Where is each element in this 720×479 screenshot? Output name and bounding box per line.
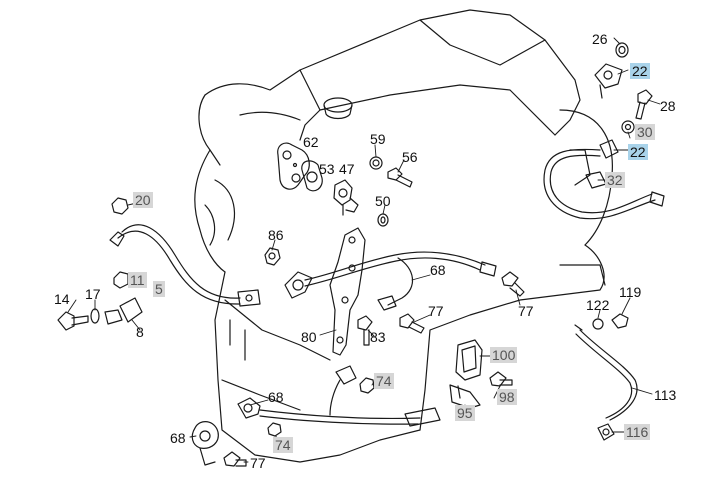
sensor-cable-68 [284, 251, 497, 311]
bolt-14 [57, 311, 89, 331]
callout-98: 98 [497, 389, 517, 405]
callout-119: 119 [619, 284, 642, 300]
bolt-77-middle [399, 313, 425, 334]
callout-22-top: 22 [630, 63, 650, 79]
callout-20: 20 [133, 192, 153, 208]
callout-77-middle: 77 [428, 303, 444, 319]
callout-77-bottom: 77 [250, 455, 266, 471]
bolt-98 [489, 371, 513, 387]
bolt-77-right [501, 271, 525, 297]
washer-59 [369, 156, 383, 170]
callout-22-lower: 22 [628, 144, 648, 160]
bracket-8 [104, 297, 143, 325]
callout-68-lower: 68 [268, 389, 284, 405]
gasket-plate [277, 142, 310, 190]
callout-56: 56 [402, 149, 418, 165]
callout-95: 95 [455, 405, 475, 421]
nut-11 [113, 271, 129, 289]
washer-17 [90, 308, 100, 324]
callout-30: 30 [635, 124, 655, 140]
bracket-80 [329, 227, 366, 356]
nut-74-lower [267, 422, 282, 437]
bolt-83 [357, 315, 373, 346]
callout-5: 5 [153, 281, 165, 297]
callout-74-lower: 74 [273, 437, 293, 453]
washer-50 [377, 213, 389, 227]
ground-strap-113 [574, 313, 638, 441]
callout-28: 28 [660, 98, 676, 114]
callout-17: 17 [85, 286, 101, 302]
callout-100: 100 [490, 347, 518, 363]
callout-32: 32 [605, 172, 625, 188]
knock-sensor-cable [109, 197, 261, 307]
bolt-28 [635, 89, 653, 120]
callout-14: 14 [54, 291, 70, 307]
callout-47: 47 [339, 161, 355, 177]
callout-86: 86 [268, 227, 284, 243]
callout-116: 116 [624, 424, 651, 440]
oil-filler-cap [323, 97, 353, 120]
callout-11: 11 [128, 272, 147, 288]
callout-8: 8 [136, 324, 144, 340]
engine-block [194, 9, 613, 463]
sensor-22-cable [543, 63, 665, 220]
callout-68-upper: 68 [430, 262, 446, 278]
callout-74-upper: 74 [374, 373, 394, 389]
callout-122: 122 [586, 297, 610, 313]
callout-59: 59 [370, 131, 386, 147]
knock-sensor-68 [191, 421, 219, 466]
callout-26: 26 [592, 31, 608, 47]
washer-26 [615, 42, 629, 58]
callout-50: 50 [375, 193, 391, 209]
seal-ring [301, 160, 323, 192]
lower-cable-68 [237, 365, 441, 427]
callout-77-right: 77 [518, 303, 534, 319]
callout-68-bottom: 68 [170, 430, 186, 446]
washer-30 [621, 120, 635, 134]
callout-80: 80 [301, 329, 317, 345]
bolt-77-bottom [223, 451, 247, 467]
relay-100 [455, 339, 483, 381]
callout-53: 53 [319, 161, 335, 177]
callout-83: 83 [370, 329, 386, 345]
callout-113: 113 [654, 387, 677, 403]
nut-74-upper [359, 377, 375, 394]
bracket-95 [449, 384, 481, 409]
callout-62: 62 [303, 134, 319, 150]
nut-86 [264, 247, 281, 266]
bolt-56 [387, 167, 413, 188]
sensor-47 [333, 179, 359, 216]
